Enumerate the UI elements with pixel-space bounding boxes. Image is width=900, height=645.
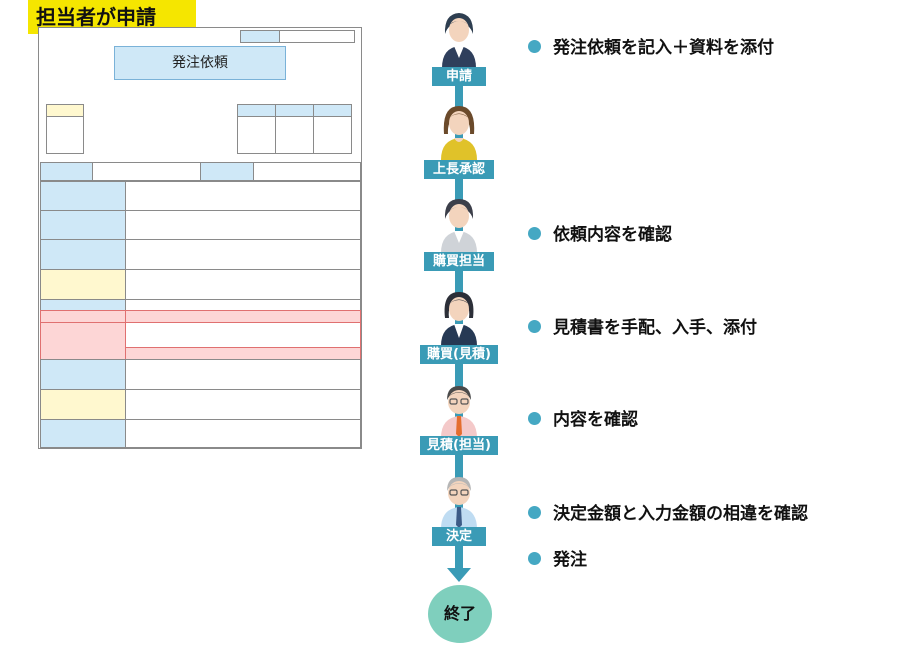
estimate-staff-person-icon xyxy=(436,382,482,438)
flow-arrow-head xyxy=(447,568,471,582)
step-item: 見積書を手配、入手、添付 xyxy=(528,313,757,338)
form-row-value xyxy=(125,359,361,390)
form-row-label xyxy=(40,239,126,270)
form-row-label-highlight xyxy=(40,322,126,360)
manager-person-icon xyxy=(436,102,482,160)
purchasing-estimate-person-icon xyxy=(436,288,482,346)
role-label-estimate-staff: 見積(担当) xyxy=(420,436,498,455)
form-row-value xyxy=(125,239,361,270)
form-field-date-label xyxy=(240,30,280,43)
step-item: 決定金額と入力金額の相違を確認 xyxy=(528,499,808,524)
step-text: 見積書を手配、入手、添付 xyxy=(553,318,757,338)
form-row-value xyxy=(125,419,361,448)
form-stamp-box xyxy=(46,116,84,154)
role-label-decision: 決定 xyxy=(432,527,486,546)
applicant-person-icon xyxy=(436,8,482,68)
step-text: 決定金額と入力金額の相違を確認 xyxy=(553,504,808,524)
decision-maker-person-icon xyxy=(436,473,482,529)
approval-box-2 xyxy=(275,116,314,154)
bullet-dot-icon xyxy=(528,226,541,240)
step-item: 発注依頼を記入＋資料を添付 xyxy=(528,33,774,58)
bullet-dot-icon xyxy=(528,319,541,333)
form-title: 発注依頼 xyxy=(114,46,286,80)
form-dept-value xyxy=(253,162,361,181)
step-text: 発注依頼を記入＋資料を添付 xyxy=(553,38,774,58)
form-row-label xyxy=(40,419,126,448)
role-label-purchasing-estimate: 購買(見積) xyxy=(420,345,498,364)
step-item: 発注 xyxy=(528,545,587,570)
bullet-dot-icon xyxy=(528,551,541,565)
form-dept-label xyxy=(200,162,254,181)
form-row-label xyxy=(40,210,126,240)
step-text: 発注 xyxy=(553,550,587,570)
step-text: 依頼内容を確認 xyxy=(553,225,672,245)
flow-end-node: 終了 xyxy=(428,585,492,643)
form-row-value-highlight xyxy=(125,322,361,348)
form-row-value xyxy=(125,389,361,420)
bullet-dot-icon xyxy=(528,39,541,53)
bullet-dot-icon xyxy=(528,505,541,519)
form-row-value xyxy=(125,181,361,211)
form-applicant-label xyxy=(40,162,93,181)
step-text: 内容を確認 xyxy=(553,410,638,430)
form-row-value xyxy=(125,210,361,240)
form-applicant-value xyxy=(92,162,201,181)
form-row-value xyxy=(125,269,361,300)
approval-box-3 xyxy=(313,116,352,154)
step-item: 内容を確認 xyxy=(528,405,638,430)
form-row-label xyxy=(40,359,126,390)
form-row-label xyxy=(40,269,126,300)
form-field-date-value xyxy=(279,30,355,43)
bullet-dot-icon xyxy=(528,411,541,425)
step-item: 依頼内容を確認 xyxy=(528,220,672,245)
role-label-applicant: 申請 xyxy=(432,67,486,86)
role-label-purchasing: 購買担当 xyxy=(424,252,494,271)
approval-box-1 xyxy=(237,116,276,154)
role-label-manager-approval: 上長承認 xyxy=(424,160,494,179)
form-row-label xyxy=(40,181,126,211)
purchasing-person-icon xyxy=(436,195,482,253)
form-row-label xyxy=(40,389,126,420)
